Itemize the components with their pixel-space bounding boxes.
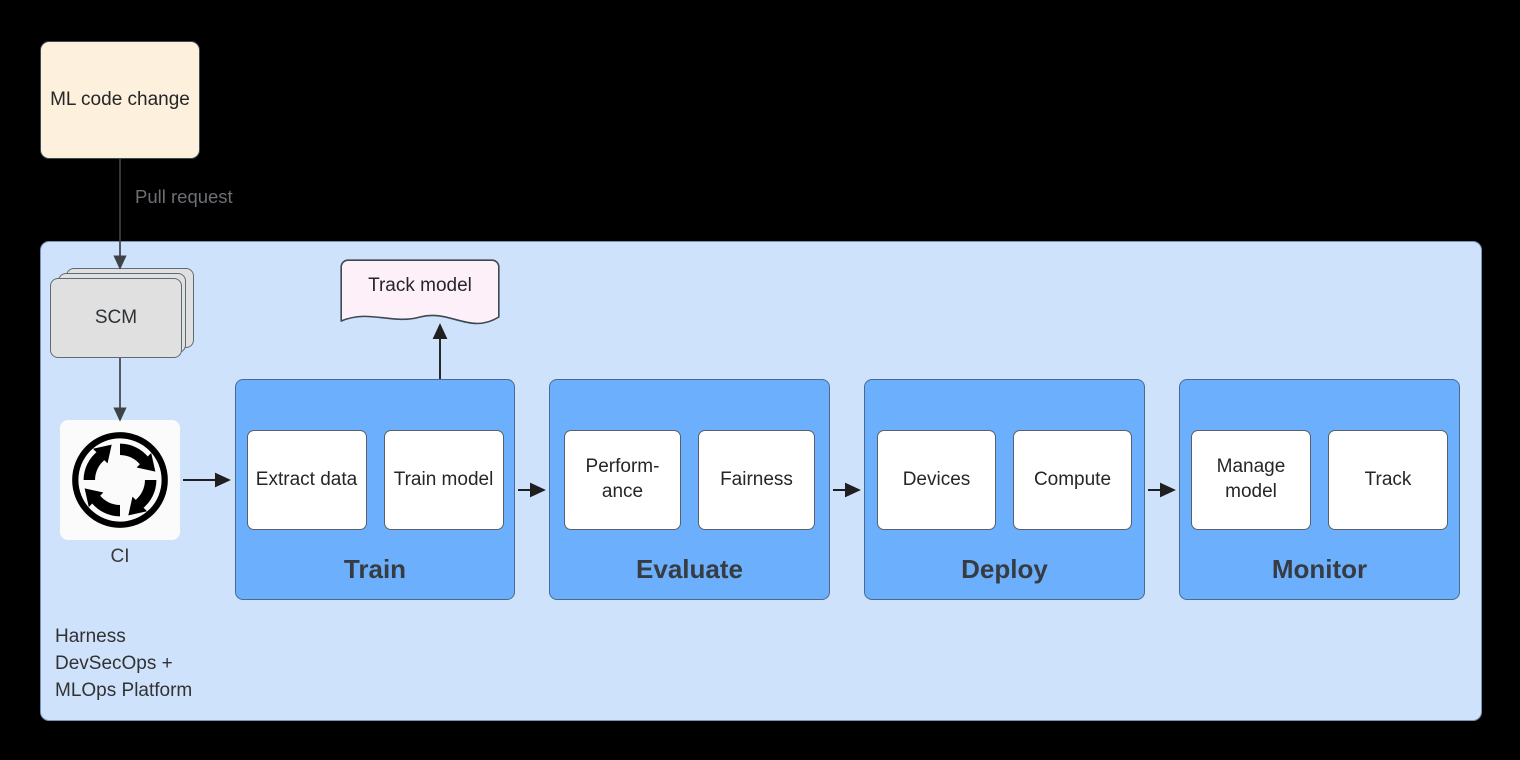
stage-monitor-title: Monitor [1271, 554, 1368, 584]
stage-monitor[interactable]: Manage model Track Monitor [1179, 379, 1460, 600]
stage-deploy-cards: Devices Compute [865, 430, 1144, 530]
card-fairness[interactable]: Fairness [698, 430, 815, 530]
scm-sheet-front: SCM [50, 278, 182, 358]
card-train-model[interactable]: Train model [383, 430, 504, 530]
track-model-artifact[interactable]: Track model [340, 259, 500, 331]
ci-cycle-icon [72, 432, 168, 528]
stage-deploy-title: Deploy [961, 554, 1048, 584]
ml-code-change-label: ML code change [50, 88, 190, 110]
card-devices[interactable]: Devices [877, 430, 996, 530]
ci-node[interactable] [60, 420, 180, 540]
stage-evaluate[interactable]: Perform-ance Fairness Evaluate [549, 379, 830, 600]
ml-code-change-node[interactable]: ML code change [40, 41, 200, 159]
stage-evaluate-title: Evaluate [636, 554, 743, 584]
track-model-label: Track model [368, 275, 472, 296]
card-extract-data[interactable]: Extract data [246, 430, 367, 530]
card-compute[interactable]: Compute [1013, 430, 1132, 530]
card-performance[interactable]: Perform-ance [564, 430, 681, 530]
stage-train-title: Train [343, 554, 407, 584]
pull-request-edge-label: Pull request [135, 186, 233, 207]
card-manage-model[interactable]: Manage model [1191, 430, 1311, 530]
ci-label: CI [110, 546, 130, 567]
scm-node[interactable]: SCM [50, 268, 195, 358]
harness-platform-caption: Harness DevSecOps + MLOps Platform [55, 626, 193, 701]
card-track[interactable]: Track [1328, 430, 1448, 530]
stage-monitor-cards: Manage model Track [1180, 430, 1459, 530]
stage-evaluate-cards: Perform-ance Fairness [550, 430, 829, 530]
stage-train-cards: Extract data Train model [236, 430, 514, 530]
stage-train[interactable]: Extract data Train model Train [235, 379, 515, 600]
document-shape-icon [340, 259, 500, 325]
stage-deploy[interactable]: Devices Compute Deploy [864, 379, 1145, 600]
scm-label: SCM [94, 307, 138, 328]
